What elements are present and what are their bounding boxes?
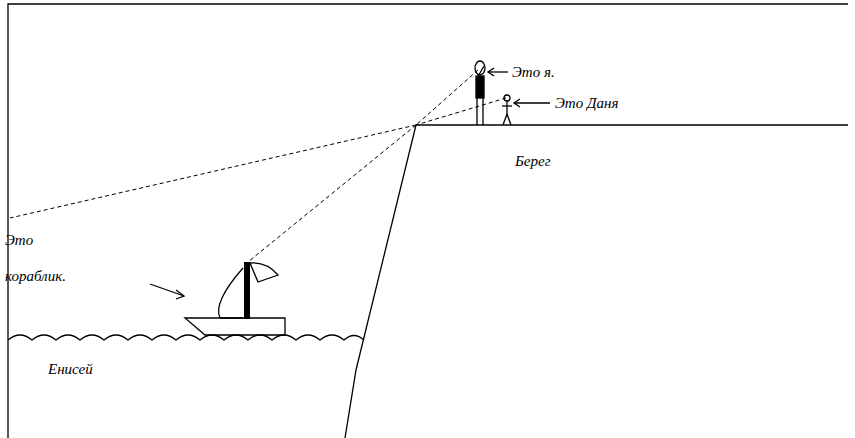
person-danya [502, 95, 512, 125]
place-label: Берег [515, 152, 551, 170]
river-waves [8, 335, 364, 340]
leader-arrows [150, 68, 550, 299]
place-label: Енисей [48, 360, 93, 378]
ship-sail [219, 268, 243, 318]
person-me [475, 61, 485, 125]
frame [8, 4, 848, 438]
shore-line [416, 124, 848, 125]
ship-hull [185, 318, 285, 335]
sight-lines [10, 70, 506, 262]
ship-mast [244, 262, 250, 319]
ship-flag [250, 263, 278, 282]
callout-label: Это Даня [555, 94, 618, 112]
callout-label: Это я. [512, 63, 555, 81]
cliff-line [345, 125, 416, 438]
callout-label: Это кораблик. [5, 222, 89, 294]
